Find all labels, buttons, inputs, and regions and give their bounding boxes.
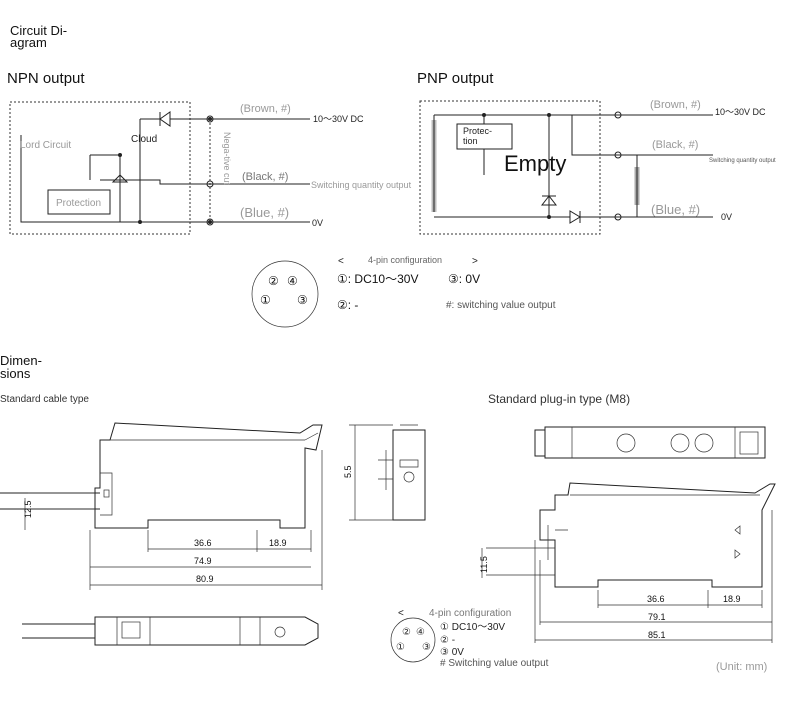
npn-black-label: (Black, #) xyxy=(242,171,288,183)
dim-pin-title: 4-pin configuration xyxy=(429,608,511,619)
pin-3: ③ xyxy=(297,293,308,307)
pin-config-gt: > xyxy=(472,256,478,267)
pin-note: #: switching value output xyxy=(446,300,556,311)
cable-type-end-view: 5.5 xyxy=(343,424,426,521)
cable-dim-12-5: 12.5 xyxy=(23,500,33,518)
pin-line1b: ③: 0V xyxy=(448,272,480,286)
plugin-type-side-view: 11.5 36.6 18.9 79.1 85.1 xyxy=(479,482,776,643)
npn-heading: NPN output xyxy=(7,70,85,87)
dim-pin-line3: ③ 0V xyxy=(440,647,464,658)
pnp-zero-v-label: 0V xyxy=(721,212,732,222)
pnp-switching-label: Switching quantity output xyxy=(709,158,776,164)
plugin-dim-36-6: 36.6 xyxy=(647,594,665,604)
circuit-pin-config: < 4-pin configuration > ② ④ ① ③ ①: DC10～… xyxy=(251,255,556,328)
plugin-type-top-view xyxy=(534,426,766,459)
pnp-circuit: Protec- tion Empty (Brown, #) 10～30V DC … xyxy=(419,99,776,235)
cable-type-top-view xyxy=(22,616,319,646)
npn-switching-label: Switching quantity output xyxy=(311,180,412,190)
pin-line1a: ①: DC10～30V xyxy=(337,272,418,286)
plugin-dim-18-9: 18.9 xyxy=(723,594,741,604)
npn-circuit: Lord Circuit Cloud Protection Nega-tive … xyxy=(9,101,412,235)
pin-4: ④ xyxy=(287,274,298,288)
npn-zero-v-label: 0V xyxy=(312,218,323,228)
pin-line2: ②: - xyxy=(337,298,358,312)
dimensions-title-line1: Dimen- xyxy=(0,353,42,368)
pin-connector-circle xyxy=(251,260,319,328)
plugin-dim-79-1: 79.1 xyxy=(648,612,666,622)
circuit-title-line1: Circuit Di- xyxy=(10,23,67,38)
npn-brown-label: (Brown, #) xyxy=(240,103,291,115)
dimensions-pin-config: < 4-pin configuration ② ④ ① ③ ① DC10～30V… xyxy=(390,608,549,669)
npn-blue-label: (Blue, #) xyxy=(240,205,289,220)
dim-pin-line2: ② - xyxy=(440,635,455,646)
pnp-protection-line2: tion xyxy=(463,136,478,146)
pin-1: ① xyxy=(260,293,271,307)
cable-type-side-view: 12.5 36.6 18.9 74.9 80.9 xyxy=(0,422,323,590)
pin-2: ② xyxy=(268,274,279,288)
npn-negative-cut-label: Nega-tive cut xyxy=(222,132,232,186)
pnp-heading: PNP output xyxy=(417,70,494,87)
plugin-dim-11-5: 11.5 xyxy=(479,556,489,573)
cable-type-label: Standard cable type xyxy=(0,394,89,405)
npn-lord-circuit-label: Lord Circuit xyxy=(20,140,71,151)
dim-pin-1: ① xyxy=(396,642,405,653)
dim-pin-4: ④ xyxy=(416,627,425,638)
npn-supply-label: 10～30V DC xyxy=(313,114,364,124)
circuit-title-line2: agram xyxy=(10,35,47,50)
dimensions-title-line2: sions xyxy=(0,366,31,381)
plugin-type-label: Standard plug-in type (M8) xyxy=(488,392,630,406)
npn-protection-label: Protection xyxy=(56,198,101,209)
pnp-brown-label: (Brown, #) xyxy=(650,99,701,111)
pin-config-lt: < xyxy=(338,256,344,267)
pnp-empty-label: Empty xyxy=(504,151,566,176)
plugin-dim-85-1: 85.1 xyxy=(648,630,666,640)
pin-config-title: 4-pin configuration xyxy=(368,255,442,265)
npn-cloud-label: Cloud xyxy=(131,134,157,145)
dim-pin-3: ③ xyxy=(422,642,431,653)
cable-dim-5-5: 5.5 xyxy=(343,465,353,478)
cable-dim-74-9: 74.9 xyxy=(194,556,212,566)
pnp-black-label: (Black, #) xyxy=(652,139,698,151)
dim-pin-line1: ① DC10～30V xyxy=(440,622,505,633)
pnp-blue-label: (Blue, #) xyxy=(651,202,700,217)
dim-pin-lt: < xyxy=(398,608,404,619)
cable-dim-18-9: 18.9 xyxy=(269,538,287,548)
dim-pin-note: # Switching value output xyxy=(440,658,549,669)
dim-pin-connector xyxy=(390,617,436,663)
cable-dim-36-6: 36.6 xyxy=(194,538,212,548)
cable-dim-80-9: 80.9 xyxy=(196,574,214,584)
dim-pin-2: ② xyxy=(402,627,411,638)
unit-label: (Unit: mm) xyxy=(716,661,767,673)
pnp-supply-label: 10～30V DC xyxy=(715,107,766,117)
pnp-protection-line1: Protec- xyxy=(463,126,492,136)
